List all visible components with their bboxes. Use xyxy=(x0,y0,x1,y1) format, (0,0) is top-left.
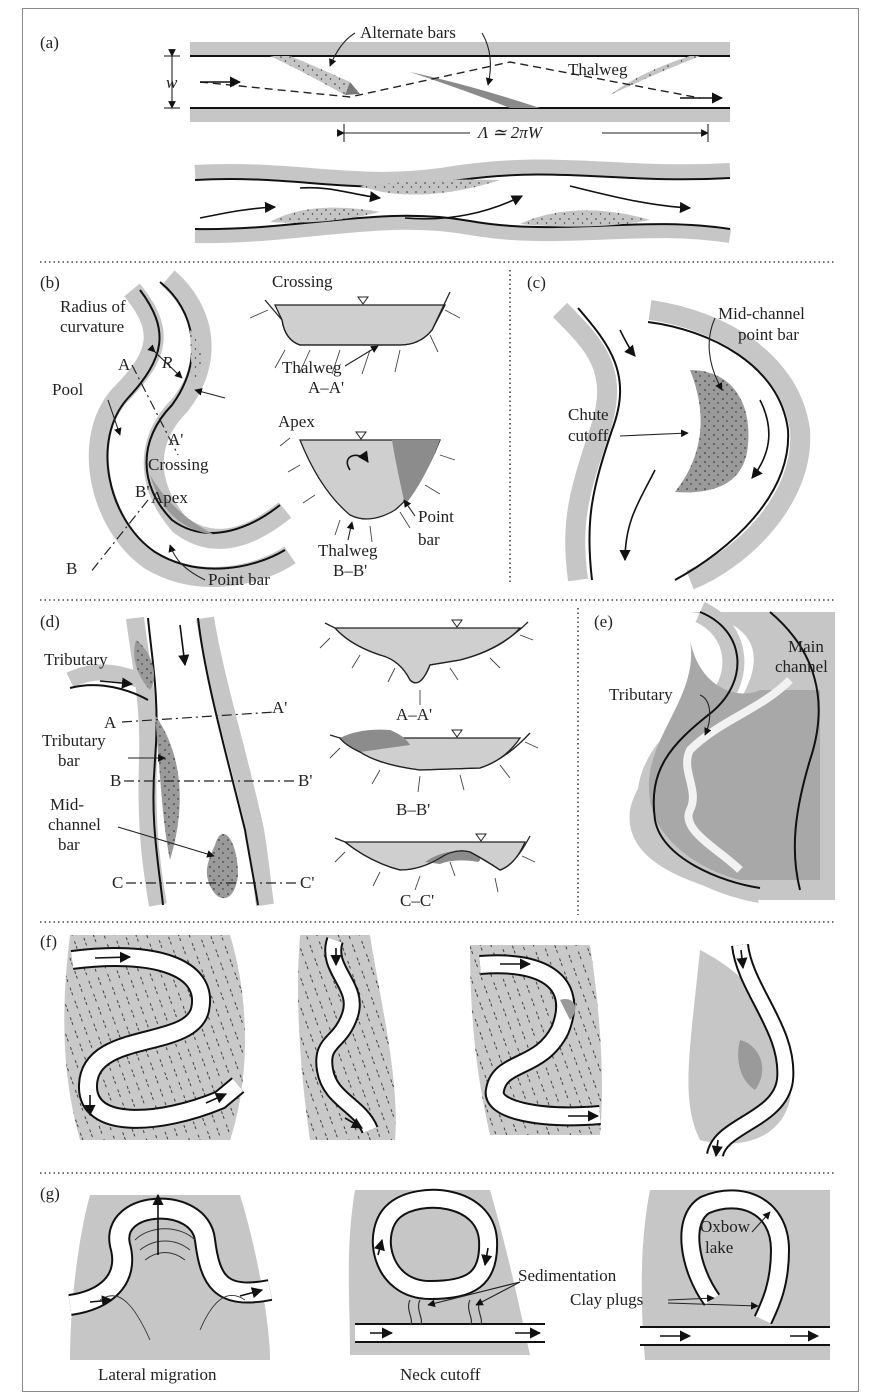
chute-flow-3 xyxy=(625,470,655,560)
mid-channel-bar-d xyxy=(207,834,238,898)
thalweg-pointer-b1 xyxy=(345,346,378,366)
panel-e-tag: (e) xyxy=(594,612,613,631)
wavy-flow-2 xyxy=(300,188,380,198)
tributary-bar-label-1: Tributary xyxy=(42,731,106,750)
wavy-flow-1 xyxy=(200,207,275,218)
section-b-label-d: B xyxy=(110,771,121,790)
chute-flow-1 xyxy=(620,330,635,356)
panel-g: (g) Lateral migration Sedimentation Neck… xyxy=(40,1184,830,1384)
point-bar-label-b: Point bar xyxy=(208,570,270,589)
radius-label-2: curvature xyxy=(60,317,124,336)
thalweg-label-b1: Thalweg xyxy=(282,358,342,377)
chute-label-2: cutoff xyxy=(568,426,609,445)
apex-label-b: Apex xyxy=(151,488,188,507)
tributary-bar-label-2: bar xyxy=(58,751,80,770)
f1-flow-1 xyxy=(95,957,130,958)
thalweg-label-b2: Thalweg xyxy=(318,541,378,560)
section-a-prime-d: A' xyxy=(272,698,287,717)
section-b-prime-label: B' xyxy=(135,482,149,501)
bar-label-b: bar xyxy=(418,530,440,549)
section-a-label: A xyxy=(118,355,131,374)
pool-label: Pool xyxy=(52,380,83,399)
mid-channel-label-1: Mid-channel xyxy=(718,304,805,323)
panel-d: (d) Tributary A A' Tributary bar B B' Mi… xyxy=(40,612,538,910)
tributary-label-e: Tributary xyxy=(609,685,673,704)
d-flow-arrow xyxy=(180,625,185,665)
oxbow-label-1: Oxbow xyxy=(700,1217,751,1236)
panel-g-tag: (g) xyxy=(40,1184,60,1203)
lateral-migration-label: Lateral migration xyxy=(98,1365,217,1384)
apex-title: Apex xyxy=(278,412,315,431)
panel-a-tag: (a) xyxy=(40,33,59,52)
point-label-b: Point xyxy=(418,507,454,526)
section-aa-label: A–A' xyxy=(308,378,344,397)
panel-c-tag: (c) xyxy=(527,273,546,292)
chute-left-shade xyxy=(560,310,607,580)
section-a-prime-label: A' xyxy=(168,430,183,449)
sec-aa-label-d: A–A' xyxy=(396,705,432,724)
tributary-label-d: Tributary xyxy=(44,650,108,669)
panel-d-tag: (d) xyxy=(40,612,60,631)
clay-plugs-label: Clay plugs xyxy=(570,1290,643,1309)
radius-r-label: R xyxy=(161,353,173,372)
section-aa-water-symbol xyxy=(452,620,462,627)
section-cc-water xyxy=(345,842,525,870)
chute-pointer xyxy=(620,433,688,436)
radius-label-1: Radius of xyxy=(60,297,126,316)
thalweg-label-a: Thalweg xyxy=(568,60,628,79)
alternate-bar-1 xyxy=(270,56,350,95)
point-bar-pointer-apex xyxy=(404,500,415,516)
section-bb-water-symbol xyxy=(452,730,462,737)
chute-label-1: Chute xyxy=(568,405,609,424)
sedimentation-label: Sedimentation xyxy=(518,1266,617,1285)
mid-channel-label-d3: bar xyxy=(58,835,80,854)
section-cc-water-symbol xyxy=(476,834,486,841)
section-a-label-d: A xyxy=(104,713,117,732)
wavelength-label: Λ ≃ 2πW xyxy=(476,123,544,142)
mid-channel-label-d2: channel xyxy=(48,815,101,834)
mid-channel-label-d1: Mid- xyxy=(50,795,84,814)
crossing-title: Crossing xyxy=(272,272,333,291)
panel-f: (f) xyxy=(40,932,792,1156)
thalweg-pointer-b2 xyxy=(348,522,352,540)
sec-bb-label-d: B–B' xyxy=(396,800,430,819)
section-c-prime-d: C' xyxy=(300,873,314,892)
sec-cc-label-d: C–C' xyxy=(400,891,434,910)
crossing-section-water xyxy=(275,305,445,345)
width-label: w xyxy=(166,73,178,92)
section-c-label-d: C xyxy=(112,873,123,892)
crossing-water-symbol xyxy=(358,297,368,304)
panel-e: (e) Main channel Tributary xyxy=(594,612,835,900)
mid-channel-label-2: point bar xyxy=(738,325,799,344)
wavy-upper-bank-shade xyxy=(195,167,730,179)
alternate-bars-pointer-2 xyxy=(482,33,490,85)
section-b-prime-d: B' xyxy=(298,771,312,790)
mid-channel-point-bar xyxy=(675,370,748,492)
bend-pointer xyxy=(195,390,225,398)
neck-cutoff-label: Neck cutoff xyxy=(400,1365,481,1384)
section-bb-label: B–B' xyxy=(333,561,367,580)
chute-flow-2 xyxy=(752,400,769,478)
section-aa-water xyxy=(335,628,520,683)
panel-b: (b) Radius of curvature A R Pool A' Cros… xyxy=(40,272,460,589)
main-channel-label-2: channel xyxy=(775,657,828,676)
alternate-bar-2 xyxy=(410,72,540,108)
oxbow-label-2: lake xyxy=(705,1238,733,1257)
wavy-flow-4 xyxy=(570,186,690,208)
main-channel-label-1: Main xyxy=(788,637,824,656)
panel-a: (a) Alternate bars Thalweg w Λ ≃ 2πW xyxy=(40,23,730,236)
lower-bank-shade xyxy=(190,108,730,122)
panel-c: (c) Mid-channel point bar Chute cutoff xyxy=(527,273,805,580)
upper-bank-shade xyxy=(190,42,730,56)
tributary-bar xyxy=(155,715,180,860)
panel-f-tag: (f) xyxy=(40,932,57,951)
section-b-label: B xyxy=(66,559,77,578)
tributary-shade xyxy=(70,672,138,680)
apex-water-symbol xyxy=(356,432,366,439)
alternate-bars-label: Alternate bars xyxy=(360,23,456,42)
panel-b-tag: (b) xyxy=(40,273,60,292)
crossing-label-b: Crossing xyxy=(148,455,209,474)
